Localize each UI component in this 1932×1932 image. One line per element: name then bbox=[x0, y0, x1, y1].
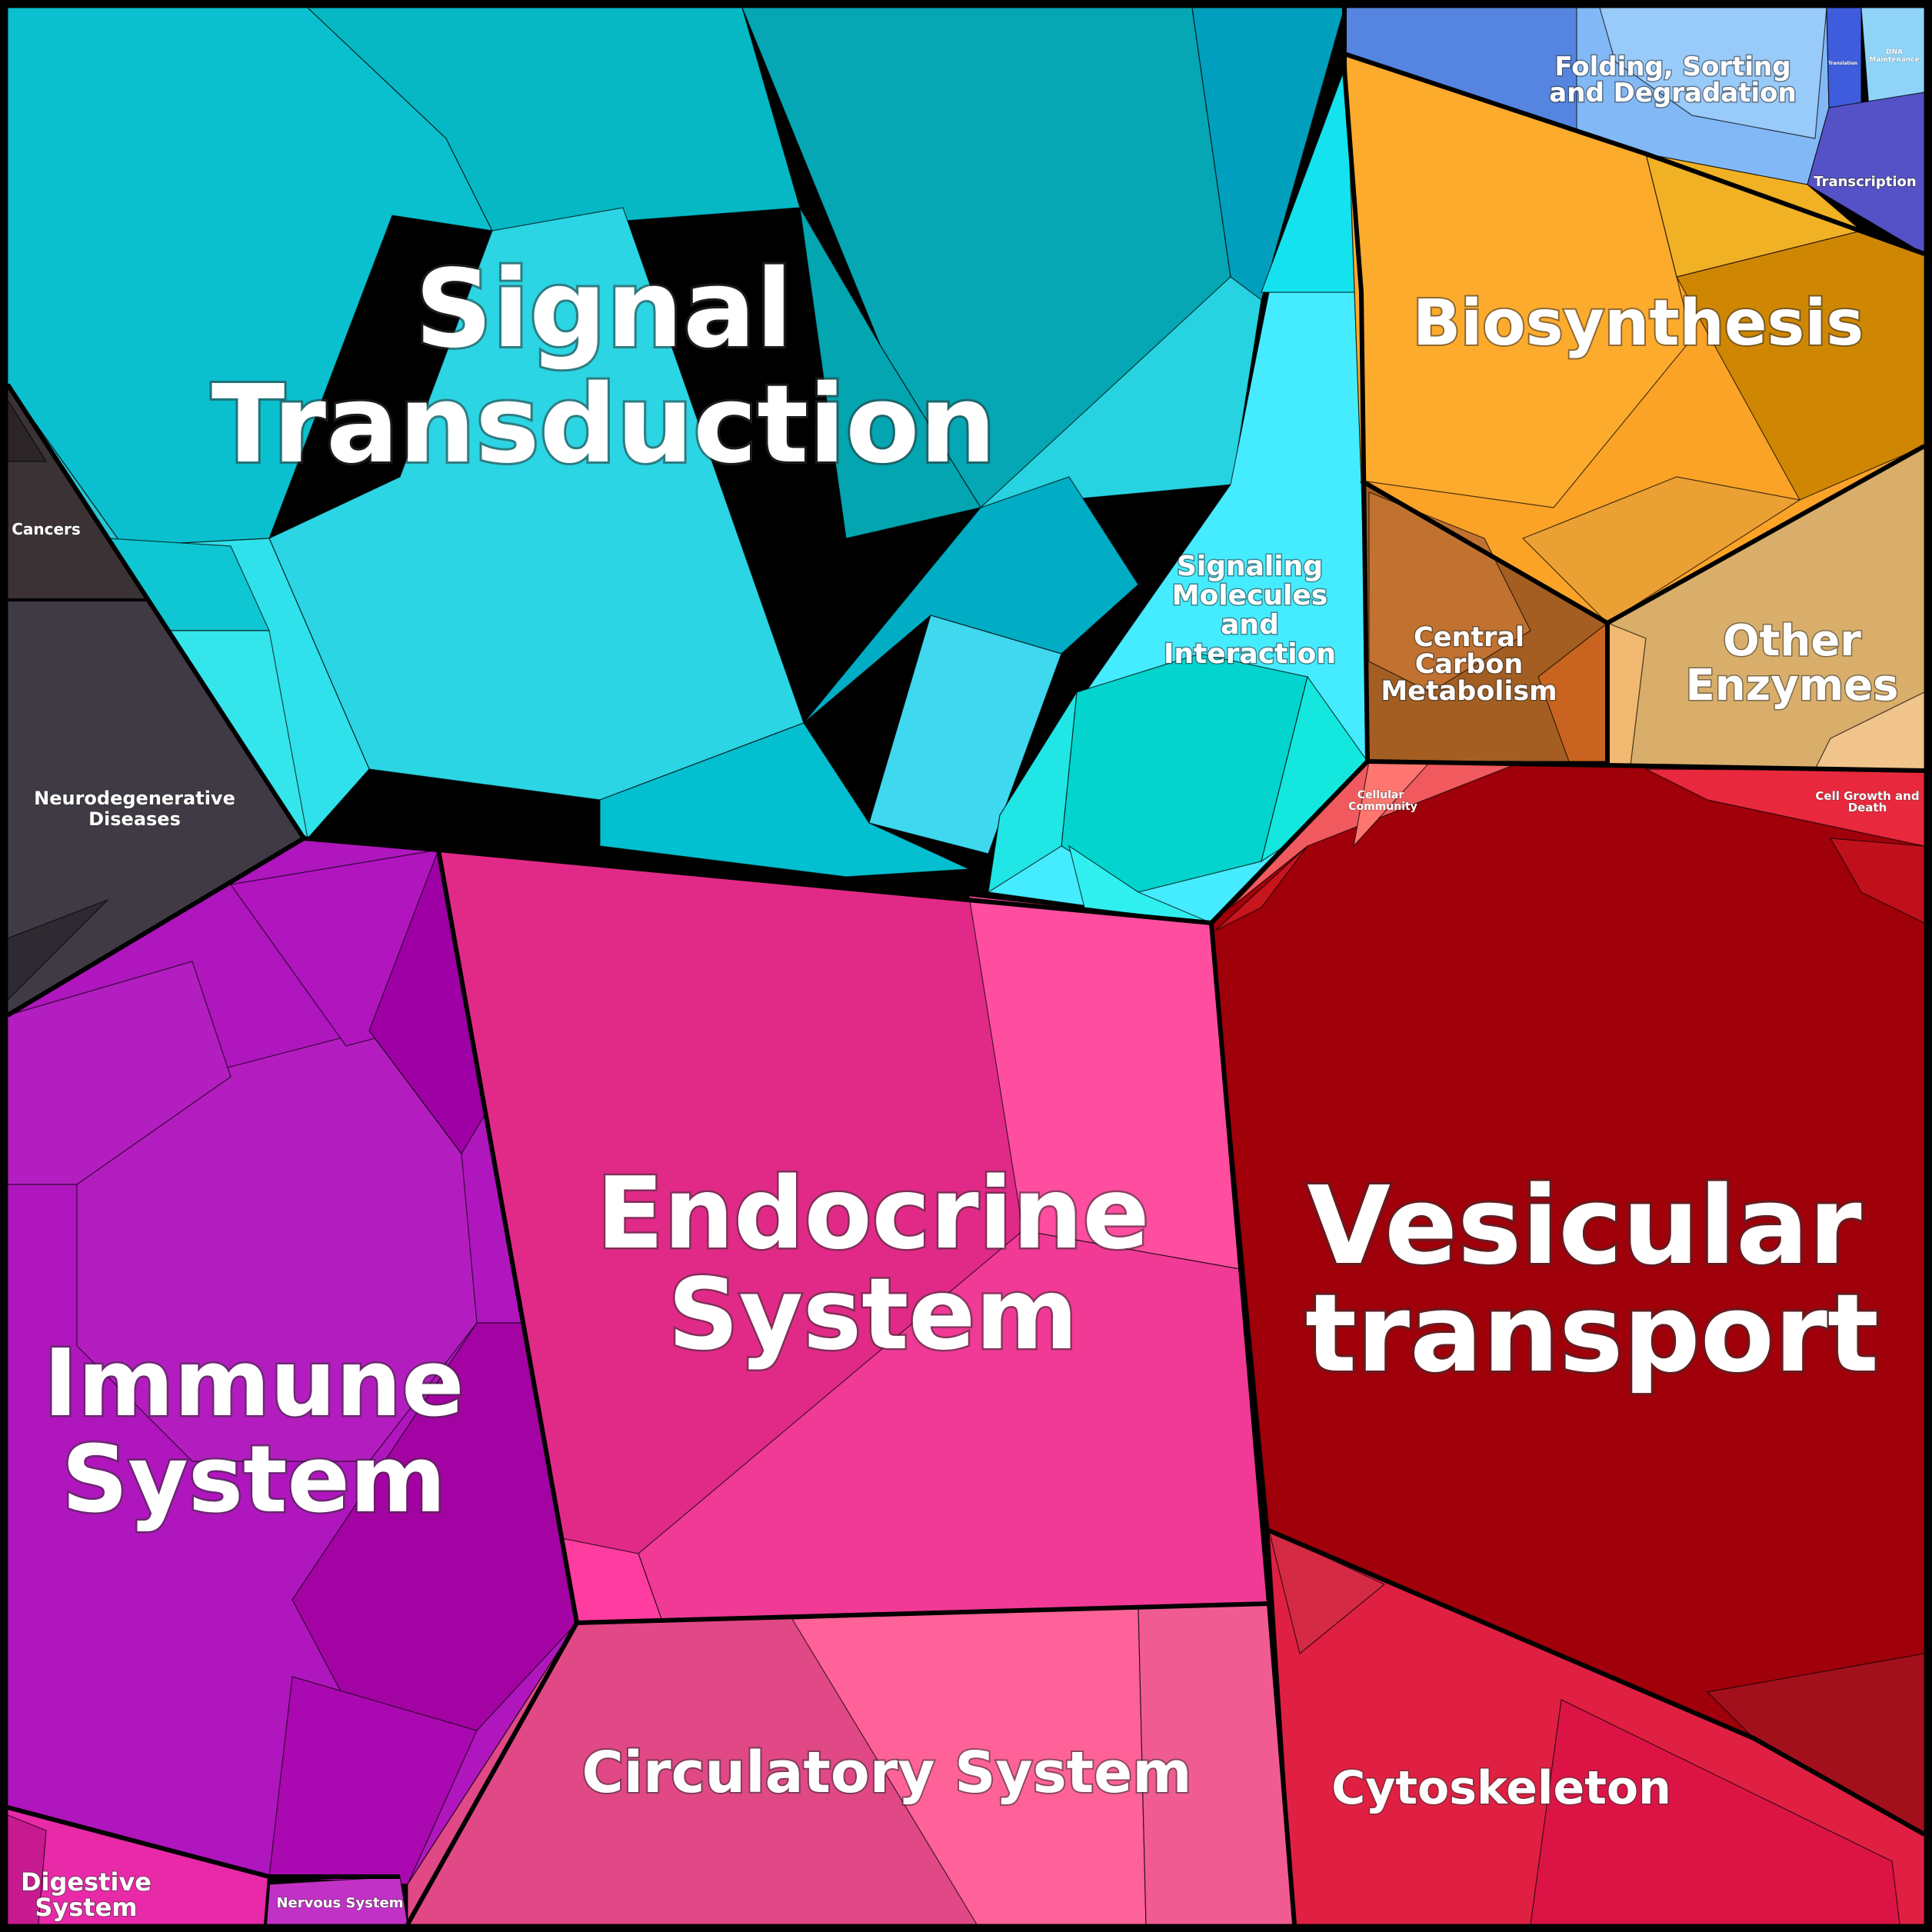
label-biosynthesis: Biosynthesis bbox=[1413, 287, 1864, 360]
label-central-carbon-3: Metabolism bbox=[1381, 676, 1557, 707]
label-other-enzymes-2: Enzymes bbox=[1686, 661, 1899, 711]
label-other-enzymes-1: Other bbox=[1723, 616, 1861, 666]
label-signal-transduction-2: Transduction bbox=[212, 362, 996, 488]
label-cell-growth-1: Cell Growth and bbox=[1815, 789, 1919, 803]
label-cytoskeleton: Cytoskeleton bbox=[1331, 1761, 1671, 1815]
label-neurodegenerative-1: Neurodegenerative bbox=[34, 788, 235, 809]
label-endocrine-1: Endocrine bbox=[597, 1157, 1150, 1271]
region-folding-sorting[interactable] bbox=[1344, 7, 1830, 185]
region-translation[interactable] bbox=[1826, 7, 1862, 108]
region-immune-system[interactable] bbox=[7, 838, 578, 1885]
label-cellular-community-2: Community bbox=[1348, 801, 1417, 813]
region-central-carbon-metabolism[interactable] bbox=[1361, 479, 1608, 762]
label-neurodegenerative-2: Diseases bbox=[88, 808, 181, 830]
region-biosynthesis[interactable] bbox=[1345, 53, 1925, 624]
label-translation: Translation bbox=[1828, 61, 1857, 66]
labels: Signal Transduction Signaling Molecules … bbox=[11, 48, 1920, 1923]
label-central-carbon-2: Carbon bbox=[1415, 649, 1524, 680]
label-cellular-community-1: Cellular bbox=[1357, 789, 1404, 801]
label-vesicular-1: Vesicular bbox=[1307, 1164, 1861, 1289]
label-signal-transduction-1: Signal bbox=[415, 247, 792, 372]
label-digestive-1: Digestive bbox=[21, 1867, 152, 1897]
region-signal-transduction[interactable] bbox=[7, 7, 1345, 878]
label-nervous-system: Nervous System bbox=[276, 1895, 403, 1911]
label-dna-maintenance-2: Maintenance bbox=[1869, 56, 1919, 64]
label-digestive-2: System bbox=[35, 1893, 137, 1922]
label-immune-2: System bbox=[62, 1427, 446, 1534]
label-signaling-molecules-3: and bbox=[1221, 609, 1279, 641]
label-cancers: Cancers bbox=[12, 520, 81, 538]
label-central-carbon-1: Central bbox=[1414, 622, 1524, 653]
label-transcription: Transcription bbox=[1814, 174, 1916, 190]
label-dna-maintenance-1: DNA bbox=[1886, 48, 1903, 56]
label-cell-growth-2: Death bbox=[1848, 801, 1887, 814]
label-endocrine-2: System bbox=[668, 1257, 1078, 1372]
label-vesicular-2: transport bbox=[1305, 1271, 1879, 1397]
label-folding-2: and Degradation bbox=[1549, 78, 1796, 108]
region-vesicular-transport[interactable] bbox=[1211, 761, 1925, 1836]
label-signaling-molecules-2: Molecules bbox=[1172, 580, 1327, 611]
region-signaling-molecules[interactable] bbox=[988, 68, 1370, 924]
region-endocrine-system[interactable] bbox=[438, 849, 1270, 1624]
label-circulatory: Circulatory System bbox=[582, 1740, 1192, 1806]
label-signaling-molecules-4: Interaction bbox=[1164, 638, 1336, 670]
label-folding-1: Folding, Sorting bbox=[1554, 52, 1790, 82]
region-other-enzymes[interactable] bbox=[1607, 445, 1925, 771]
label-immune-1: Immune bbox=[44, 1331, 465, 1437]
region-digestive-system[interactable] bbox=[7, 1807, 270, 1925]
label-signaling-molecules-1: Signaling bbox=[1177, 551, 1323, 582]
region-circulatory-system[interactable] bbox=[407, 1603, 1295, 1925]
